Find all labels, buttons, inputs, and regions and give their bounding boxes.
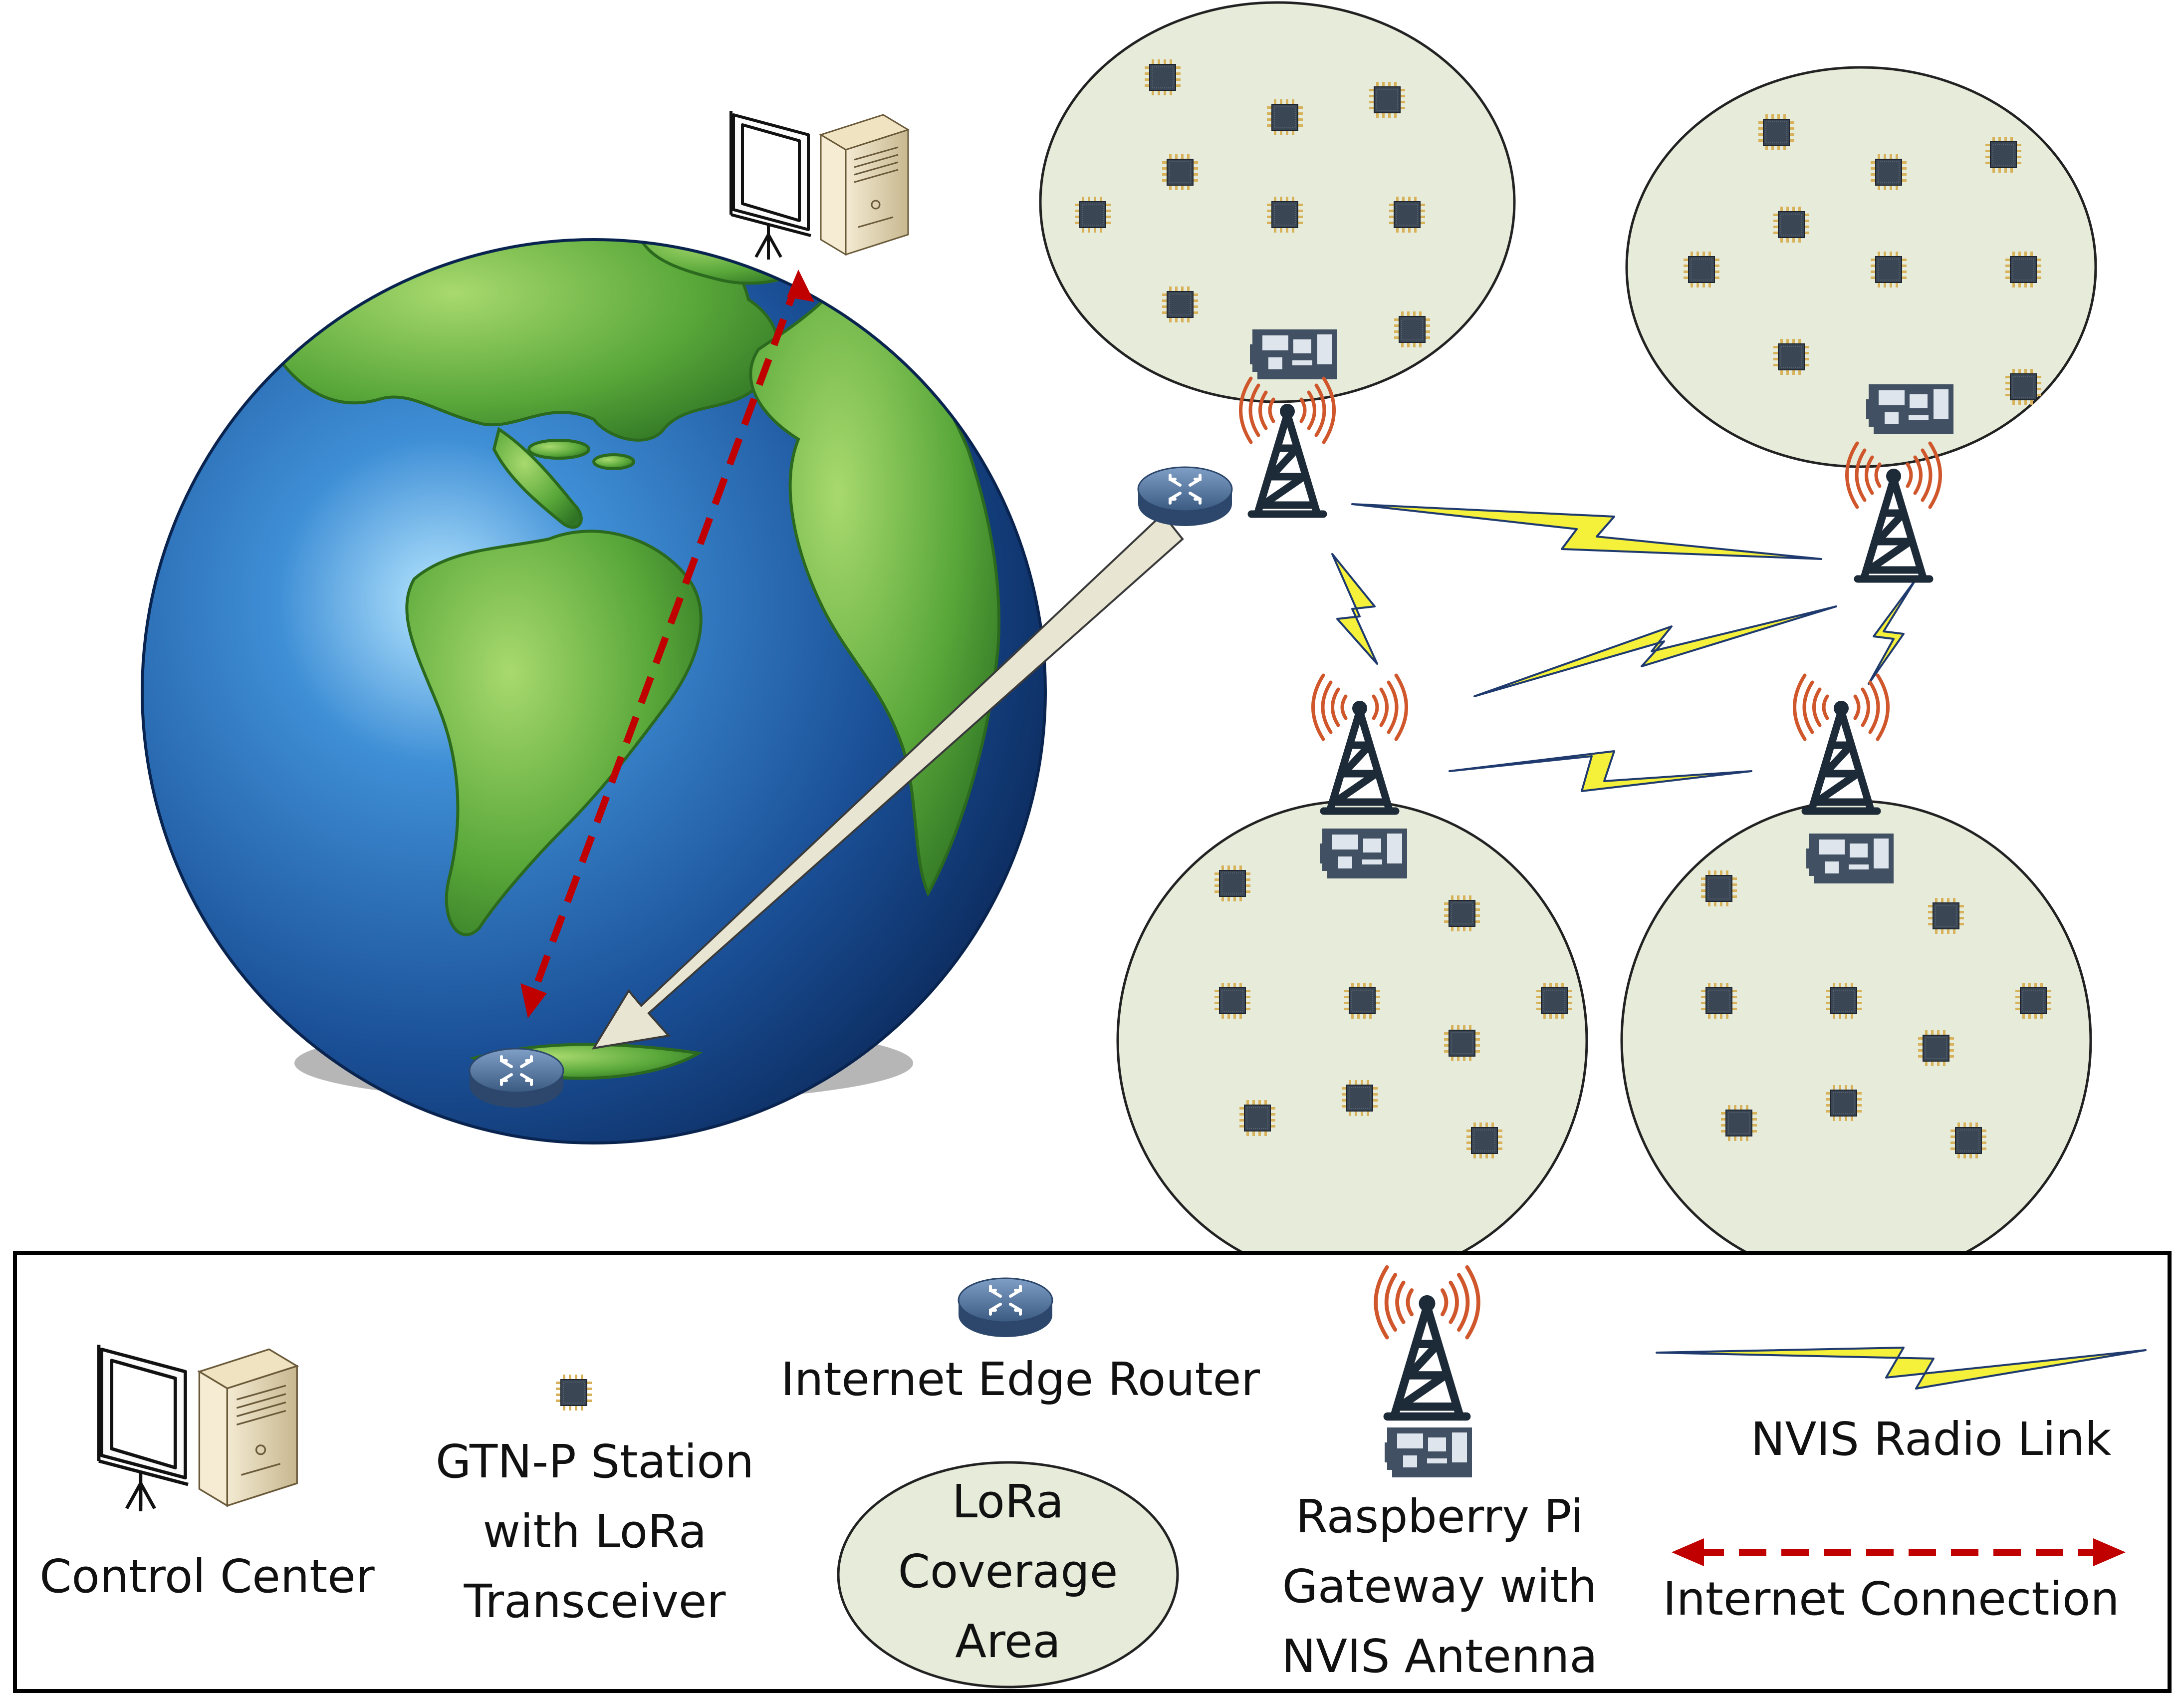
station-chip-icon [1144, 59, 1181, 96]
legend: Control Center GTN-P Station with LoRa T… [13, 1251, 2172, 1693]
station-chip-icon [1394, 311, 1431, 348]
station-chip-icon [1214, 865, 1251, 902]
station-chip-icon [1341, 1080, 1378, 1117]
radio-link-bolt [1449, 750, 1752, 792]
raspberry-pi-board-icon [1250, 329, 1337, 379]
legend-label-coverage-1: LoRa [952, 1475, 1064, 1528]
nvis-tower-icon [1313, 675, 1407, 811]
legend-label-station-1: GTN-P Station [436, 1435, 754, 1488]
station-chip-icon [1239, 1100, 1276, 1136]
legend-label-internet-connection: Internet Connection [1663, 1572, 2119, 1626]
radio-link-bolt [1473, 605, 1837, 697]
legend-gateway: Raspberry Pi Gateway with NVIS Antenna [1281, 1267, 1598, 1683]
radio-link-bolt [1868, 578, 1917, 685]
backbone-arrow [592, 513, 1184, 1050]
station-chip-icon [1758, 114, 1795, 151]
station-chip-icon [1950, 1122, 1987, 1159]
legend-label-control-center: Control Center [39, 1550, 375, 1603]
station-chip-icon [2015, 982, 2052, 1019]
station-chip-icon [1389, 196, 1426, 233]
station-chip-icon [1369, 81, 1406, 118]
legend-radio-link: NVIS Radio Link [1656, 1347, 2147, 1466]
station-chip-icon [1825, 1085, 1862, 1122]
legend-label-gateway-1: Raspberry Pi [1296, 1490, 1583, 1543]
station-chip-icon [1825, 982, 1862, 1019]
edge-router-icon [470, 1049, 563, 1108]
radio-link-swatch [1656, 1347, 2147, 1390]
station-chip-icon [1773, 206, 1810, 243]
station-chip-icon [1444, 895, 1480, 932]
nvis-radio-links [1331, 503, 1917, 792]
legend-control-center: Control Center [39, 1345, 375, 1603]
internet-connection-link [520, 270, 814, 1018]
edge-router-icon [1138, 467, 1232, 526]
station-chip-icon [1536, 982, 1573, 1019]
station-chip-icon [1466, 1122, 1503, 1159]
station-chip-icon [1266, 99, 1303, 136]
legend-label-coverage-2: Coverage [898, 1545, 1118, 1598]
raspberry-pi-board-icon [1806, 834, 1894, 883]
legend-coverage: LoRa Coverage Area [837, 1461, 1179, 1689]
legend-label-coverage-3: Area [955, 1615, 1061, 1668]
station-chip-icon [1162, 154, 1199, 191]
station-chip-icon [1928, 897, 1964, 934]
station-chip-icon [1344, 982, 1381, 1019]
station-chip-icon [1683, 251, 1720, 288]
legend-label-gateway-2: Gateway with [1282, 1560, 1597, 1613]
station-chip-icon [1870, 154, 1907, 191]
raspberry-pi-board-icon [1385, 1427, 1472, 1477]
coverage-area-swatch [837, 1461, 1179, 1689]
legend-label-station-3: Transceiver [464, 1575, 726, 1628]
station-chip-icon [1870, 251, 1907, 288]
nvis-tower-icon [1795, 675, 1888, 811]
control-center-icon [731, 111, 908, 260]
coverage-area-top-right [1625, 66, 2097, 468]
radio-link-bolt [1331, 553, 1378, 665]
raspberry-pi-board-icon [1320, 829, 1407, 878]
station-chip-icon [1773, 338, 1810, 375]
earth-globe [141, 238, 1047, 1144]
legend-label-radio-link: NVIS Radio Link [1751, 1413, 2112, 1466]
station-chip-icon [1918, 1030, 1954, 1067]
station-chip-icon [1444, 1025, 1480, 1062]
station-chip-icon [1162, 286, 1199, 323]
station-chip-icon [1266, 196, 1303, 233]
lora-coverage-areas [1039, 1, 2097, 1282]
radio-link-bolt [1351, 503, 1822, 560]
station-chip-icon [555, 1374, 592, 1411]
legend-internet-connection: Internet Connection [1663, 1538, 2126, 1626]
station-chip-icon [1214, 982, 1251, 1019]
legend-station: GTN-P Station with LoRa Transceiver [436, 1374, 754, 1628]
legend-label-router: Internet Edge Router [781, 1353, 1260, 1406]
legend-label-gateway-3: NVIS Antenna [1281, 1630, 1597, 1683]
legend-router: Internet Edge Router [781, 1278, 1260, 1406]
station-chip-icon [2005, 251, 2042, 288]
station-chip-icon [1074, 196, 1111, 233]
station-chip-icon [2005, 368, 2042, 405]
raspberry-pi-board-icon [1866, 384, 1953, 434]
station-chip-icon [1700, 870, 1737, 907]
station-chip-icon [1720, 1105, 1757, 1141]
legend-label-station-2: with LoRa [483, 1505, 707, 1558]
station-chip-icon [1985, 136, 2022, 173]
station-chip-icon [1700, 982, 1737, 1019]
edge-router-icon [959, 1278, 1052, 1337]
